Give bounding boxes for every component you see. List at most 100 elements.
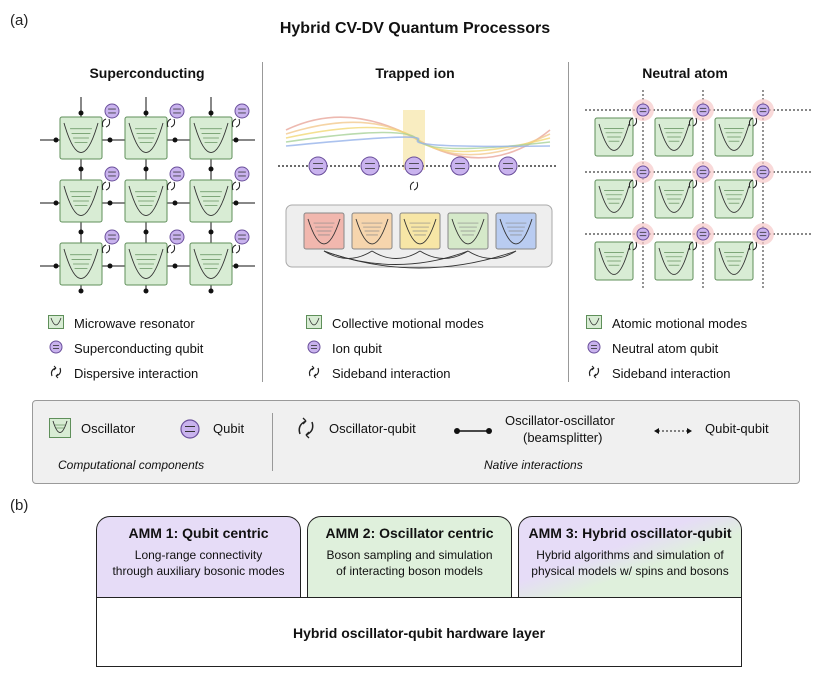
legend-item: Sideband interaction — [306, 363, 484, 383]
superconducting-lattice — [40, 97, 255, 294]
qubit-icon — [360, 156, 380, 176]
neutral-atom-lattice — [585, 90, 813, 290]
column-title-superconducting: Superconducting — [89, 65, 205, 81]
legend-divider — [272, 413, 273, 471]
qubit-icon — [636, 165, 650, 179]
potential-well — [193, 122, 229, 153]
potential-well — [128, 122, 164, 153]
qubit-icon — [48, 340, 64, 357]
qubit-icon — [234, 229, 250, 245]
laser-beam — [403, 110, 425, 170]
potential-well — [598, 123, 630, 151]
potential-well — [451, 218, 485, 245]
coupler-node — [208, 110, 214, 116]
panel-b-label: (b) — [10, 497, 29, 514]
qubit-icon — [234, 103, 250, 119]
potential-well — [598, 247, 630, 275]
interaction-arrows-icon — [748, 117, 754, 127]
potential-well — [658, 185, 690, 213]
qubit-icon — [450, 156, 470, 176]
superconducting-legend: Microwave resonator Superconducting qubi… — [48, 313, 203, 383]
coupler-node — [107, 137, 113, 143]
coupler-node — [78, 110, 84, 116]
legend-beamsplitter-label: (beamsplitter) — [523, 430, 603, 445]
interaction-arrows-icon — [752, 117, 758, 127]
potential-well — [718, 185, 750, 213]
legend-label: Dispersive interaction — [74, 365, 199, 381]
beamsplitter-line-icon — [453, 423, 493, 441]
trapped-ion-diagram — [278, 110, 558, 269]
amm-1-box: AMM 1: Qubit centric Long-range connecti… — [96, 516, 301, 600]
legend-oscillator-label: Oscillator — [81, 421, 136, 436]
legend-item: Atomic motional modes — [586, 313, 747, 333]
trapped-ion-legend: Collective motional modes Ion qubit Side… — [306, 313, 484, 383]
qubit-icon — [308, 156, 328, 176]
interaction-arrows-icon — [231, 244, 237, 254]
coupler-node — [208, 229, 214, 235]
coupler-node — [53, 263, 59, 269]
coupler-node — [172, 200, 178, 206]
qubit-icon — [234, 166, 250, 182]
beamsplitter-line — [323, 250, 469, 265]
hardware-layer: Hybrid oscillator-qubit hardware layer — [96, 597, 742, 667]
qubit-icon — [104, 229, 120, 245]
legend-item: Dispersive interaction — [48, 363, 203, 383]
oscillator-icon — [306, 314, 322, 332]
interaction-arrows-icon — [409, 181, 415, 191]
potential-well — [63, 185, 99, 216]
interaction-arrows-icon — [235, 244, 241, 254]
potential-well — [658, 247, 690, 275]
coupler-node — [78, 166, 84, 172]
qubit-icon — [756, 165, 770, 179]
interaction-arrows-icon — [306, 365, 322, 382]
coupler-node — [78, 288, 84, 294]
legend-item: Sideband interaction — [586, 363, 747, 383]
interaction-arrows-icon — [166, 118, 172, 128]
interaction-arrows-icon — [632, 179, 638, 189]
qubit-icon — [404, 156, 424, 176]
potential-well — [193, 185, 229, 216]
qubit-icon — [104, 166, 120, 182]
computational-components-label: Computational components — [58, 458, 205, 472]
potential-well — [355, 218, 389, 245]
amm-1-desc-line: Long-range connectivity — [134, 548, 263, 562]
legend-item: Microwave resonator — [48, 313, 203, 333]
potential-well — [403, 218, 437, 245]
qubit-icon — [306, 340, 322, 357]
oscillator-icon — [586, 314, 602, 332]
potential-well — [718, 123, 750, 151]
interaction-arrows-icon — [628, 241, 634, 251]
coupler-node — [143, 110, 149, 116]
panel-a-label: (a) — [10, 12, 29, 29]
native-interactions-label: Native interactions — [484, 458, 583, 472]
coupler-node — [233, 263, 239, 269]
qubit-icon — [636, 227, 650, 241]
interaction-arrows-icon — [748, 179, 754, 189]
interaction-arrows-icon — [48, 365, 64, 382]
coupler-node — [172, 137, 178, 143]
potential-well — [128, 248, 164, 279]
amm-3-desc-line: Hybrid algorithms and simulation of — [536, 548, 724, 562]
interaction-arrows-icon — [692, 179, 698, 189]
potential-well — [128, 185, 164, 216]
oscillator-icon — [49, 418, 71, 443]
potential-well — [658, 123, 690, 151]
potential-well — [307, 218, 341, 245]
qubit-icon — [696, 227, 710, 241]
interaction-arrows-icon — [105, 118, 111, 128]
interaction-arrows-icon — [632, 241, 638, 251]
interaction-arrows-icon — [235, 181, 241, 191]
column-divider — [262, 62, 263, 382]
interaction-arrows-icon — [413, 181, 419, 191]
qubit-icon — [636, 103, 650, 117]
potential-well — [63, 122, 99, 153]
legend-label: Sideband interaction — [332, 365, 451, 381]
qubit-icon — [696, 165, 710, 179]
interaction-arrows-icon — [170, 118, 176, 128]
interaction-arrows-icon — [105, 244, 111, 254]
coupler-node — [208, 166, 214, 172]
interaction-arrows-icon — [748, 241, 754, 251]
qubit-icon — [104, 103, 120, 119]
